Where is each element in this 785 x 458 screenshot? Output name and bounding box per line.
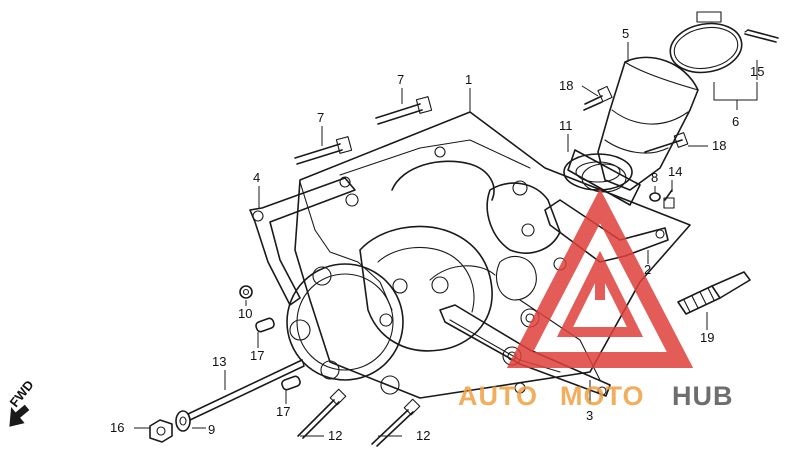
bolt-part-18-top <box>583 85 613 111</box>
callout-13: 13 <box>212 354 226 369</box>
callout-17-upper: 17 <box>250 348 264 363</box>
gasket-part-11 <box>563 153 633 191</box>
callout-3: 3 <box>586 408 593 423</box>
watermark-hub: HUB <box>672 381 734 411</box>
bolt-part-18-right <box>644 132 689 153</box>
callout-1: 1 <box>465 72 472 87</box>
bolt-part-12-right <box>371 398 421 447</box>
callout-12-left: 12 <box>328 428 342 443</box>
dowel-part-17-upper <box>255 317 275 333</box>
bracket-part-4 <box>249 176 356 306</box>
spark-plug <box>677 271 751 315</box>
callout-9: 9 <box>208 422 215 437</box>
callout-15: 15 <box>750 64 764 79</box>
bracket-part-3 <box>439 304 611 397</box>
callout-17-lower: 17 <box>276 404 290 419</box>
callout-7-lower: 7 <box>317 110 324 125</box>
callout-11: 11 <box>559 118 573 133</box>
callout-12-right: 12 <box>416 428 430 443</box>
bolt-part-12-left <box>297 388 347 439</box>
dowel-part-17-lower <box>281 375 301 391</box>
bolt-part-7-lower <box>294 136 353 165</box>
screw-part-15 <box>744 29 779 43</box>
callout-18-right: 18 <box>712 138 726 153</box>
bolt-part-7-upper <box>375 96 433 125</box>
callout-10: 10 <box>238 306 252 321</box>
bolt-part-14 <box>663 189 675 209</box>
callout-19: 19 <box>700 330 714 345</box>
washer-part-10 <box>239 285 253 299</box>
cylinder-head <box>286 111 691 399</box>
callout-7-upper: 7 <box>397 72 404 87</box>
watermark-moto: MOTO <box>560 381 645 411</box>
callout-14: 14 <box>668 164 682 179</box>
forward-direction-marker: FWD <box>7 377 37 427</box>
intake-pipe <box>567 56 699 206</box>
callout-18-top: 18 <box>559 78 573 93</box>
callout-8: 8 <box>651 170 658 185</box>
leader-lines <box>134 42 758 437</box>
callout-5: 5 <box>622 26 629 41</box>
callout-6: 6 <box>732 114 739 129</box>
fwd-label: FWD <box>7 377 37 410</box>
callouts: 1 2 3 4 5 6 7 7 8 9 10 11 12 12 13 14 15… <box>110 26 764 443</box>
callout-16: 16 <box>110 420 124 435</box>
washer-part-9 <box>175 410 191 432</box>
bracket-part-2 <box>544 199 669 263</box>
washer-part-8 <box>649 192 661 202</box>
watermark-auto: AUTO <box>458 381 538 411</box>
callout-2: 2 <box>644 262 651 277</box>
watermark-logo: AUTO MOTO HUB <box>458 188 734 411</box>
band-clamp <box>669 11 743 74</box>
nut-part-16 <box>149 419 173 443</box>
callout-4: 4 <box>253 170 260 185</box>
